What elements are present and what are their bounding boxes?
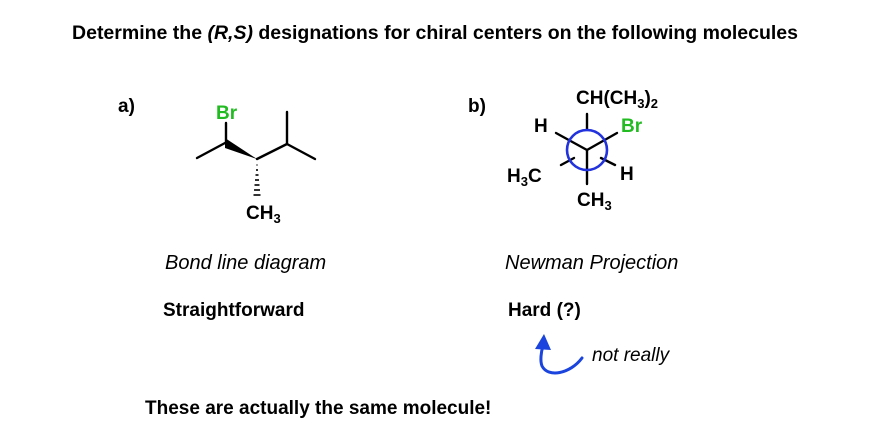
rs-notation: (R,S) (207, 22, 253, 44)
methyl-label-a: CH3 (246, 203, 281, 225)
hydrogen-label-left: H (534, 116, 548, 137)
methyl-label-b: CH3 (577, 190, 612, 213)
bond-c1-c2 (195, 141, 227, 160)
difficulty-hard: Hard (?) (508, 300, 581, 321)
bromine-label-a: Br (216, 103, 238, 124)
difficulty-straightforward: Straightforward (163, 300, 305, 321)
part-b-label: b) (468, 96, 486, 117)
caption-bond-line: Bond line diagram (165, 252, 327, 274)
back-bond-lower-right (599, 156, 617, 167)
wedge-bond (225, 138, 257, 159)
bond-c4-c5 (285, 142, 317, 161)
back-bond-lower-left (559, 156, 576, 167)
newman-projection: CH(CH3)2 H Br H3C H CH3 (507, 88, 658, 213)
bond-line-molecule: Br CH3 (195, 103, 317, 225)
front-bond-br (585, 131, 619, 152)
footer-statement: These are actually the same molecule! (145, 398, 492, 419)
note-not-really: not really (592, 345, 670, 366)
h3c-label: H3C (507, 166, 542, 189)
bond-c3-c4 (255, 142, 289, 161)
bromine-label-b: Br (621, 116, 643, 137)
hash-bond (253, 164, 261, 196)
front-bond-h (554, 131, 589, 152)
part-a-label: a) (118, 96, 135, 117)
curved-arrow-icon (535, 334, 584, 375)
caption-newman: Newman Projection (505, 252, 679, 274)
hydrogen-label-right: H (620, 164, 634, 185)
newman-circle (565, 128, 609, 172)
isopropyl-label: CH(CH3)2 (576, 88, 658, 111)
page-title: Determine the (R,S) designations for chi… (72, 22, 798, 44)
